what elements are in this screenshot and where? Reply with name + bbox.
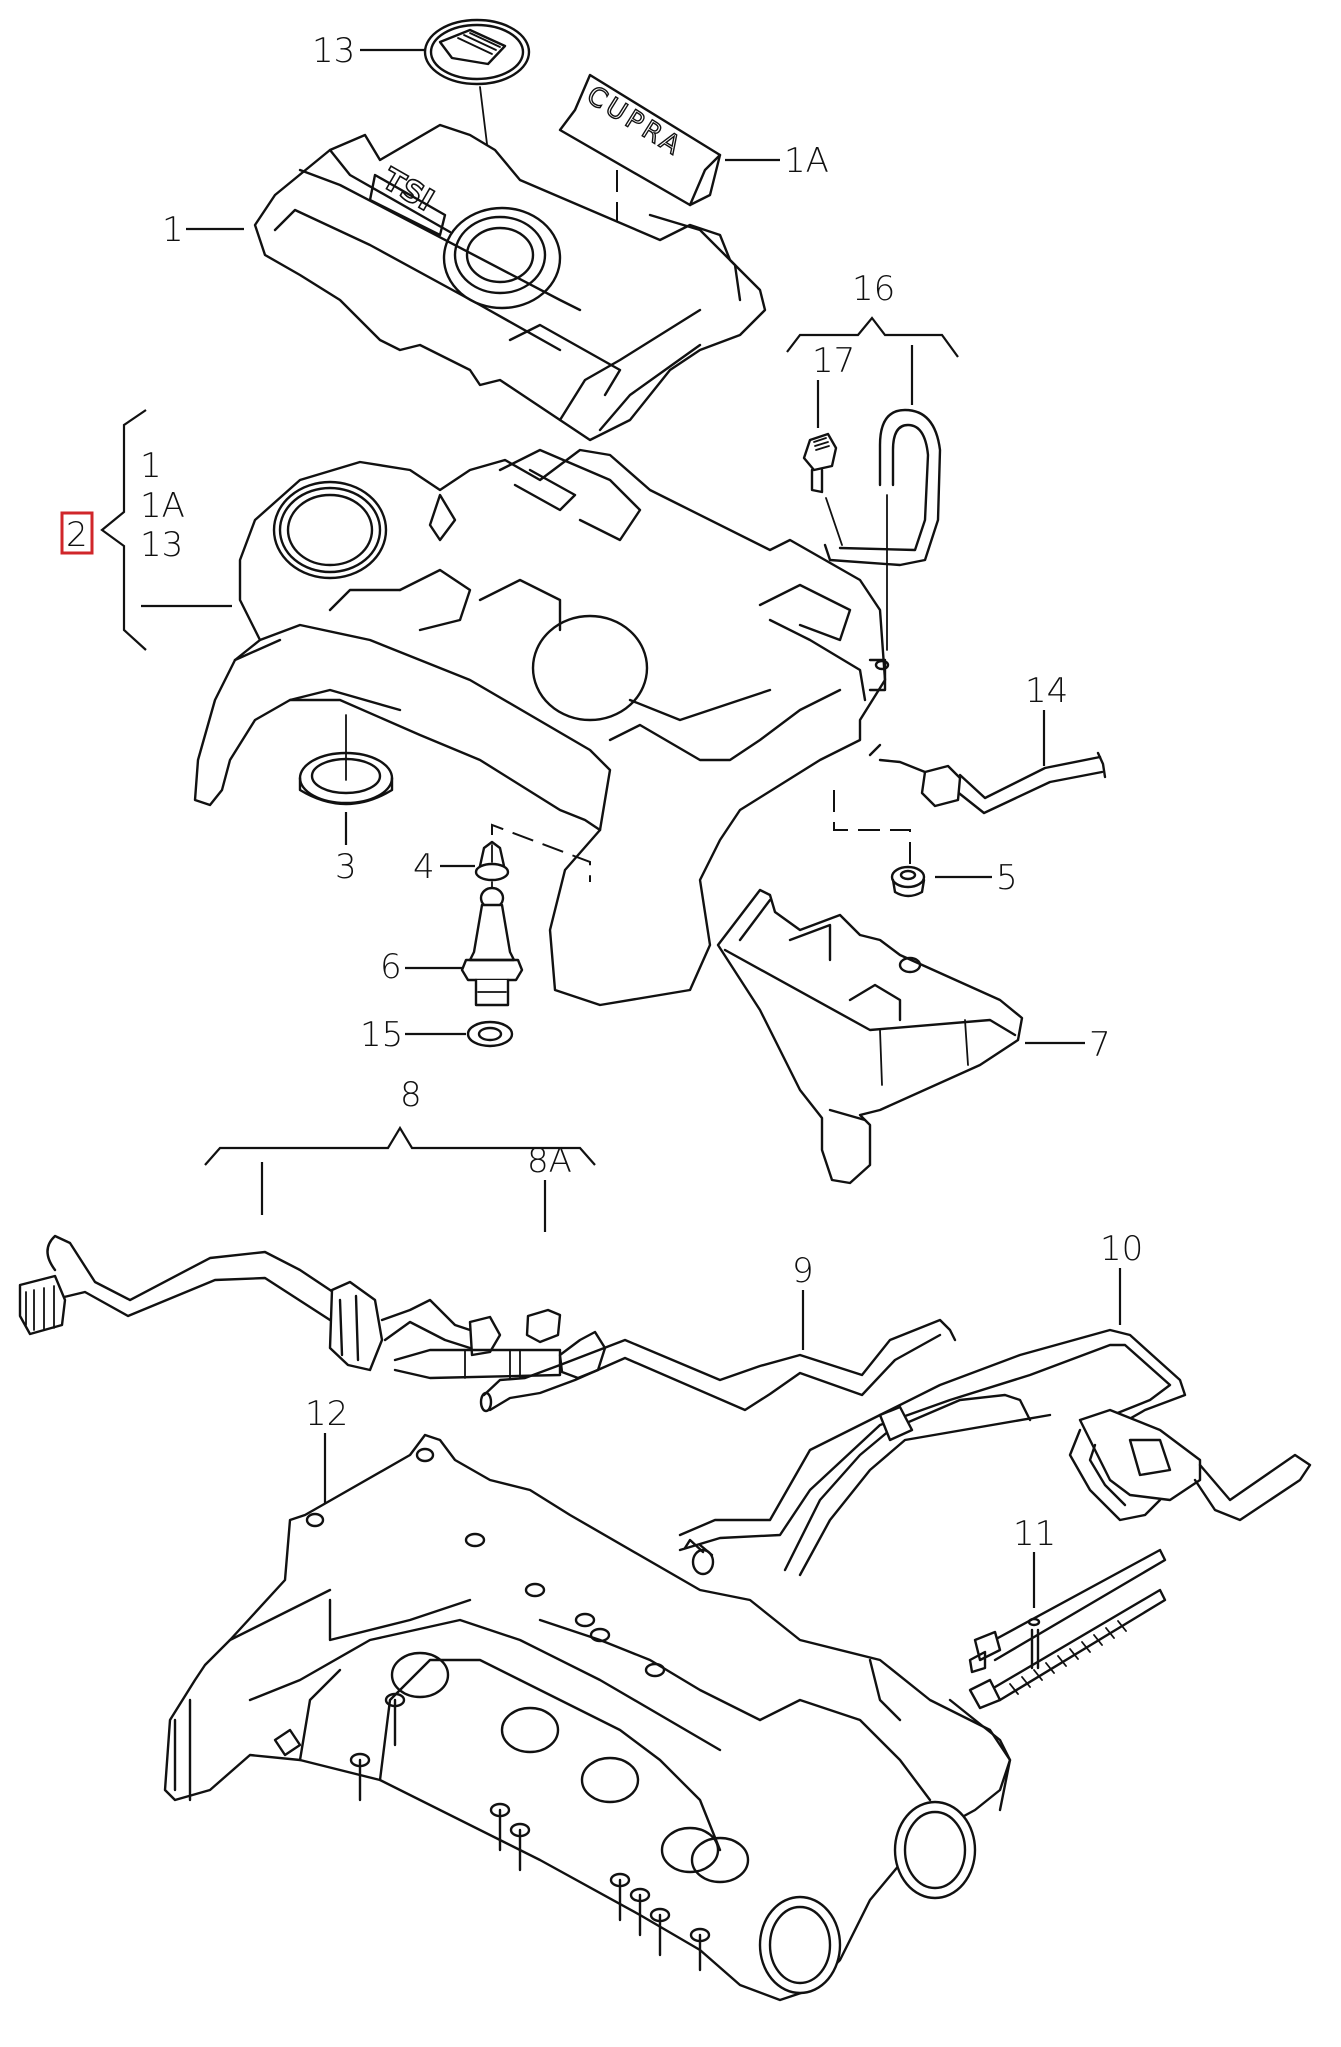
part-15-washer[interactable] [466,1020,514,1048]
callout-2-highlight-box [60,511,94,555]
callout-label-14: 14 [1025,671,1068,711]
part-1-upper-cover[interactable]: TSI [253,123,767,442]
callout-6: 6 [380,947,462,987]
callout-label-16: 16 [852,269,895,309]
part-16-breather-hose[interactable] [823,408,942,651]
callout-label-12: 12 [305,1394,348,1434]
callout-16: 16 [786,269,959,405]
callout-label-1: 1 [162,210,184,250]
callout-label-6: 6 [380,947,402,987]
part-6-stud[interactable] [460,881,524,1007]
callout-label-3: 3 [335,847,357,887]
callout-2-member-1: 1 [140,446,162,486]
callout-5: 5 [935,858,1018,898]
callout-label-13: 13 [312,31,355,71]
part-7-funnel-bracket[interactable] [716,888,1024,1185]
callout-label-8: 8 [400,1075,422,1115]
callout-label-5: 5 [996,858,1018,898]
callout-12: 12 [305,1394,348,1507]
part-13-emblem[interactable] [423,18,531,86]
part-17-clip[interactable] [802,432,843,546]
callout-label-11: 11 [1013,1514,1056,1554]
callout-11: 11 [1013,1514,1056,1608]
callout-2-member-13: 13 [140,525,183,565]
callout-label-15: 15 [360,1015,403,1055]
part-4-clip[interactable] [474,840,510,882]
callout-17: 17 [812,341,855,428]
callout-1a: 1A [725,141,829,181]
callout-13: 13 [312,31,424,71]
clip-leader [491,823,591,882]
callout-label-1a: 1A [784,141,829,181]
callout-14: 14 [1025,671,1068,766]
callout-15: 15 [360,1015,466,1055]
part-12-intake-manifold[interactable] [163,1433,1012,2002]
part-9-hose[interactable] [479,1318,957,1413]
callout-label-2: 2 [66,515,88,555]
part-5-grommet[interactable] [890,865,926,898]
callout-7: 7 [1025,1025,1111,1065]
part-14-hose[interactable] [878,751,1107,815]
callout-4: 4 [413,847,475,887]
callout-label-10: 10 [1100,1229,1143,1269]
callout-2-member-1a: 1A [140,486,185,526]
callout-1: 1 [162,210,244,250]
part-2-engine-cover[interactable] [193,448,890,1007]
callout-label-8a: 8A [527,1141,572,1181]
callout-10: 10 [1100,1229,1143,1325]
callout-2-group: 2 1 1A 13 [60,409,232,651]
part-10-hose-assembly[interactable] [678,1328,1312,1577]
callout-label-4: 4 [413,847,435,887]
callout-8a: 8A [527,1141,572,1232]
part-11-cable-ties[interactable] [968,1548,1167,1710]
callout-label-17: 17 [812,341,855,381]
part-3-grommet[interactable] [298,714,394,806]
callout-8: 8 [204,1075,596,1215]
part-1a-badge[interactable]: CUPRA [558,73,722,207]
callout-label-7: 7 [1089,1025,1111,1065]
callout-9: 9 [792,1251,814,1350]
grommet-leader [833,790,911,865]
callout-label-9: 9 [792,1251,814,1291]
callout-3: 3 [335,812,357,887]
part-8-pcv-hose[interactable] [18,1234,607,1380]
